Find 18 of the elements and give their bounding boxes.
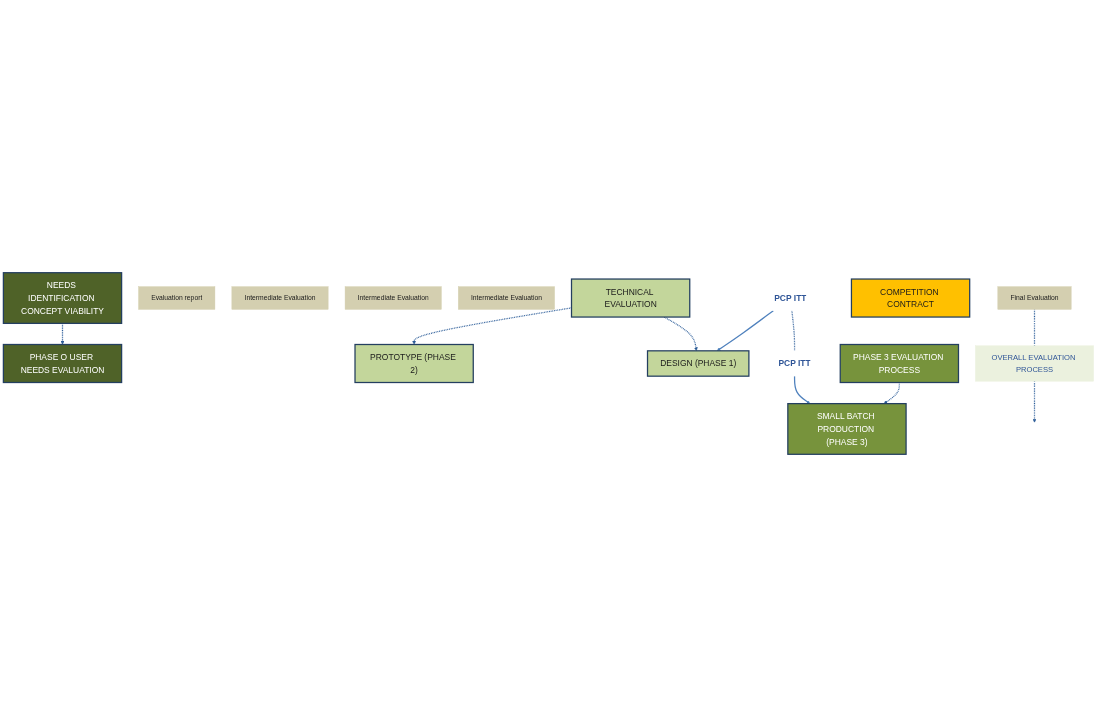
node-box: NEEDS IDENTIFICATION CONCEPT VIABILITY — [2, 272, 123, 324]
connector — [791, 310, 796, 352]
node-box: PROTOTYPE (PHASE 2) — [354, 343, 474, 384]
node-box: PHASE 3 EVALUATION PROCESS — [839, 343, 960, 384]
node-text: PCP ITT — [774, 293, 807, 303]
arrow — [1032, 380, 1037, 423]
node-box: COMPETITION CONTRACT — [850, 278, 971, 318]
arrow — [716, 310, 774, 351]
arrow — [793, 375, 811, 404]
node-box: PHASE O USER NEEDS EVALUATION — [2, 343, 123, 384]
arrow — [883, 381, 900, 404]
node-text: PCP ITT — [778, 358, 811, 369]
node-box: DESIGN (PHASE 1) — [646, 350, 750, 377]
connector — [1033, 308, 1036, 347]
arrow — [60, 322, 65, 345]
node-box: TECHNICAL EVALUATION — [570, 278, 691, 318]
node-box: SMALL BATCH PRODUCTION (PHASE 3) — [787, 403, 907, 455]
arrow — [663, 316, 698, 351]
